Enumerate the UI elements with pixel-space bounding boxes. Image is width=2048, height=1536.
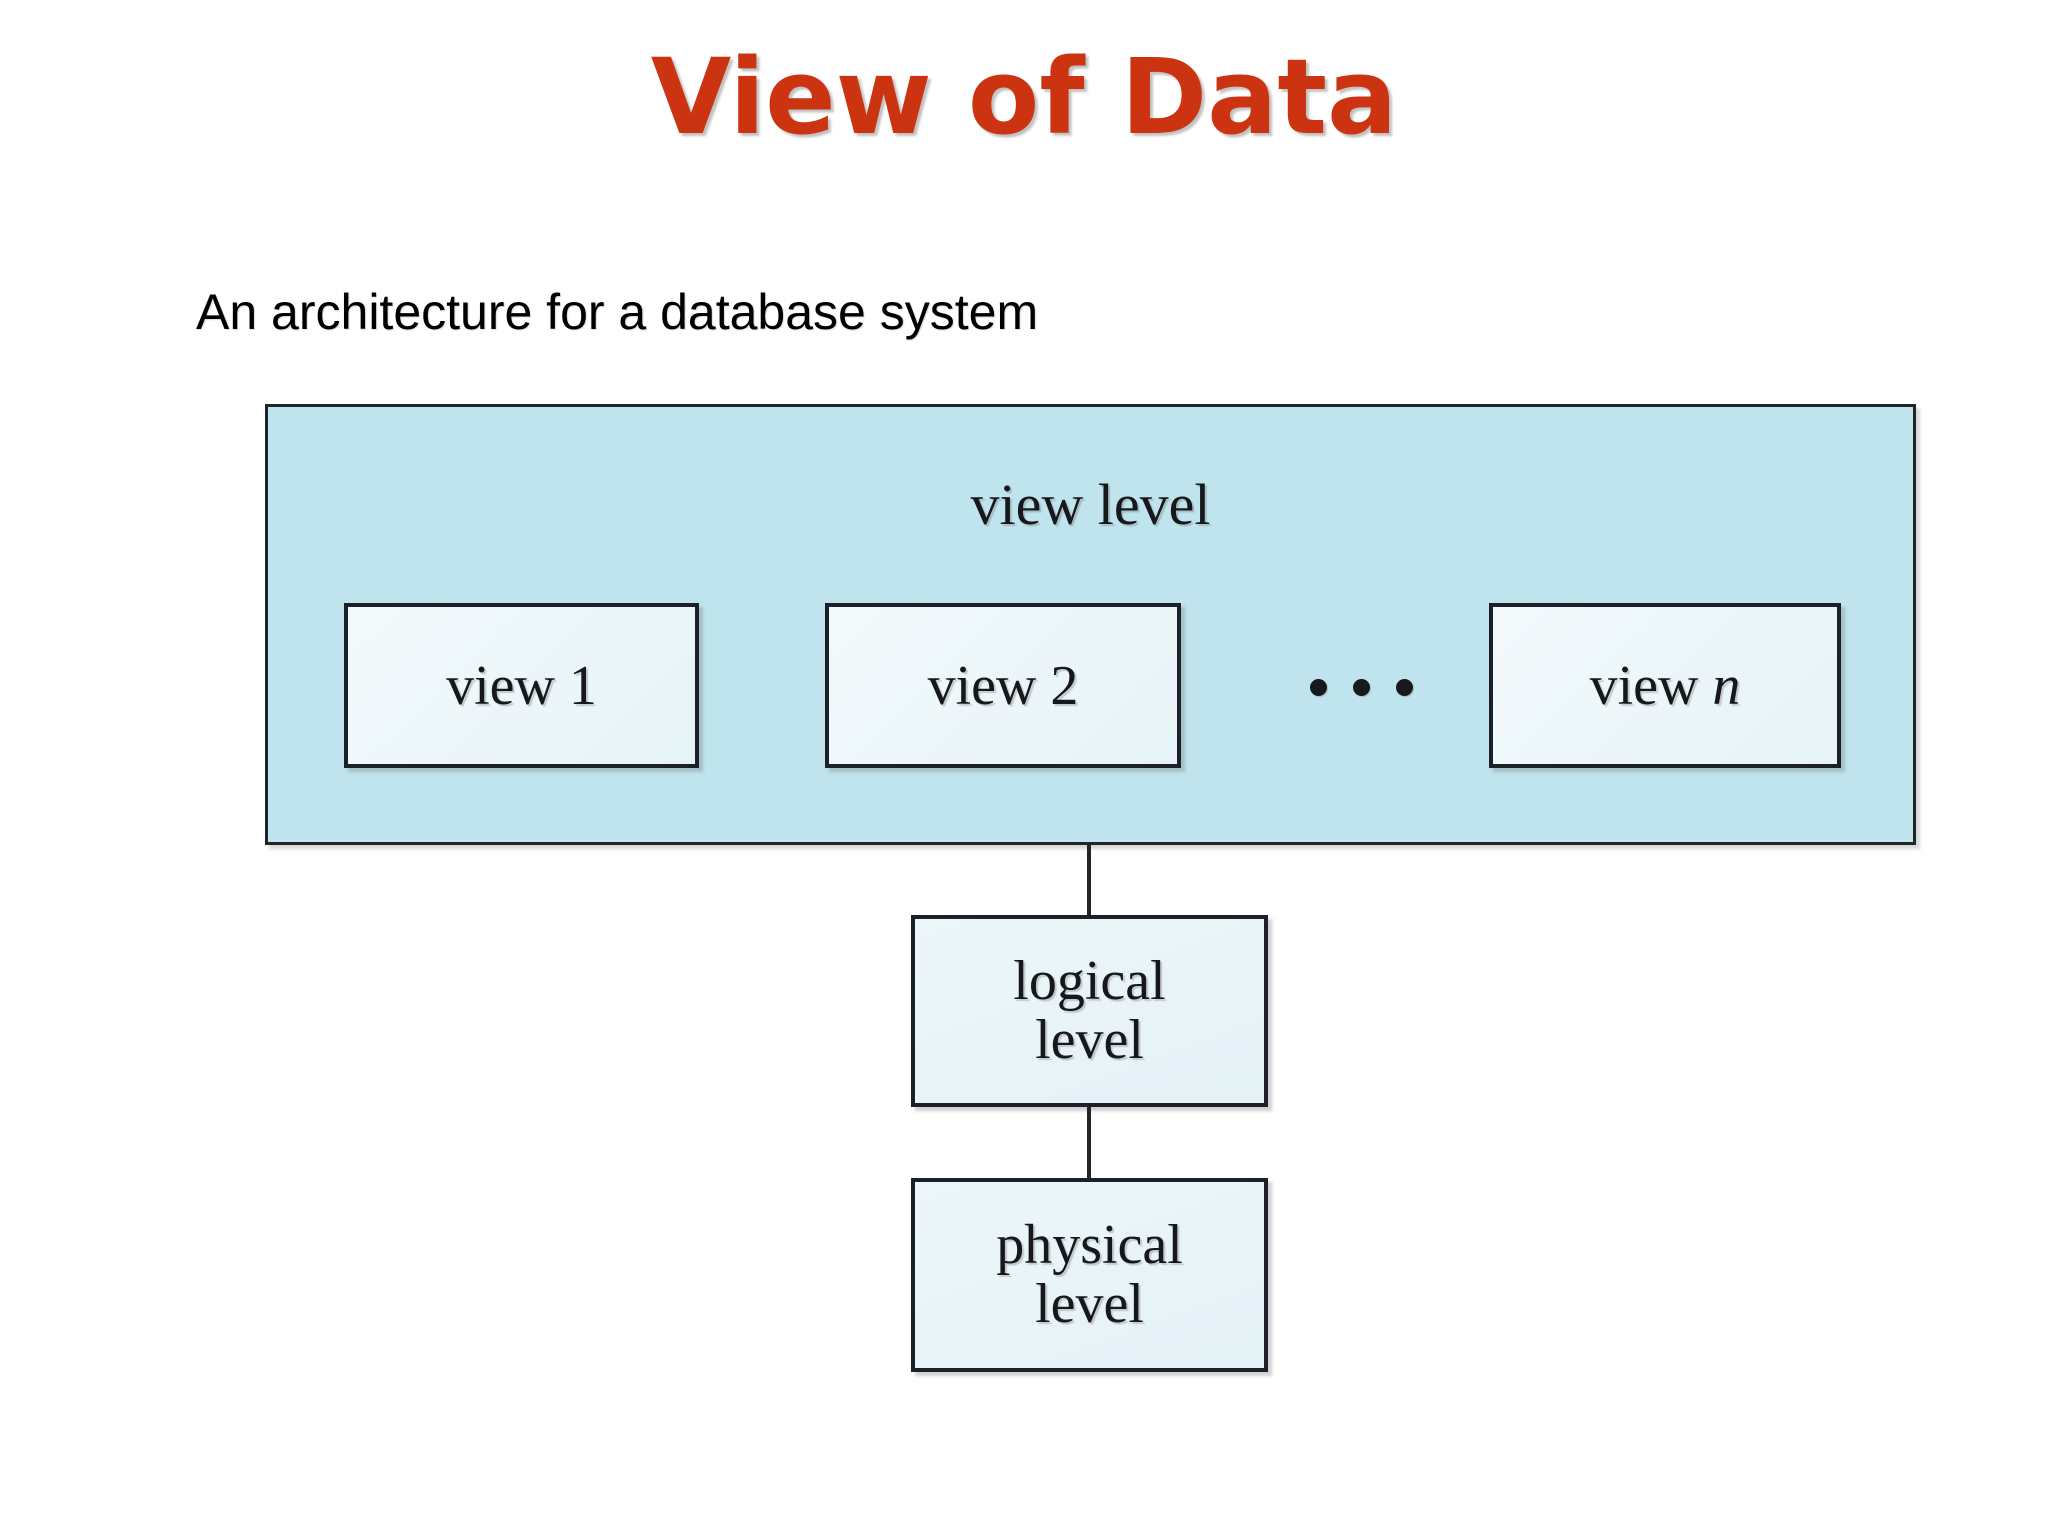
page-title: View of Data <box>650 36 1398 158</box>
view-box-2: view 2 <box>825 603 1181 768</box>
view-level-container: view level view 1 view 2 view n <box>265 404 1916 845</box>
physical-level-box: physical level <box>911 1178 1268 1372</box>
view-level-label: view level <box>970 472 1211 537</box>
logical-level-box: logical level <box>911 915 1268 1107</box>
view-box-n-label: view n <box>1590 658 1741 714</box>
view-box-n: view n <box>1489 603 1841 768</box>
view-box-2-label: view 2 <box>927 654 1079 717</box>
connector-view-to-logical <box>1087 845 1091 917</box>
connector-logical-to-physical <box>1087 1107 1091 1180</box>
view-box-1: view 1 <box>344 603 699 768</box>
ellipsis-dot <box>1309 678 1327 696</box>
ellipsis-dot <box>1395 678 1413 696</box>
physical-level-label: physical level <box>996 1214 1183 1335</box>
view-box-n-label-index: n <box>1712 654 1741 717</box>
view-box-1-label: view 1 <box>446 654 597 717</box>
ellipsis-dot <box>1352 678 1370 696</box>
view-box-n-label-text: view <box>1589 654 1713 717</box>
slide-subtitle: An architecture for a database system <box>196 284 1039 340</box>
ellipsis-icon <box>1281 662 1441 712</box>
logical-level-label: logical level <box>1013 950 1166 1071</box>
